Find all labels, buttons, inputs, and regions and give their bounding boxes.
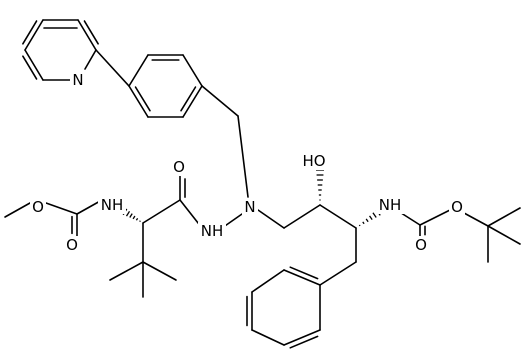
bond-ph2-5-inner bbox=[289, 335, 319, 349]
atom-label-nh-hydrazide: NH bbox=[201, 222, 224, 240]
bond-boc-oester bbox=[419, 208, 453, 226]
atom-o-carbamate-left: O bbox=[64, 236, 80, 254]
bond-ph1-6-inner bbox=[134, 86, 151, 112]
bond-pyr-5-inner bbox=[22, 55, 38, 80]
atom-o-hydroxyl: HO bbox=[300, 152, 328, 170]
bond-pyr-5 bbox=[24, 49, 44, 81]
bond-pyr-2-inner bbox=[83, 20, 99, 45]
atom-nh-carbamate-right: NH bbox=[376, 196, 404, 214]
atom-nh-hydrazide: NH bbox=[198, 222, 226, 240]
bond-ph2-5 bbox=[283, 329, 321, 346]
atom-n-hydrazine: N bbox=[242, 198, 258, 216]
bond-alpha-nh-hash-hash bbox=[125, 210, 131, 217]
bond-chnh-nh-hash-hash bbox=[365, 218, 369, 223]
bond-ph2-1 bbox=[283, 269, 321, 286]
bond-pyr-6 bbox=[24, 19, 44, 51]
bond-tbu-r2 bbox=[487, 225, 521, 245]
bond-choh-chnh bbox=[319, 204, 357, 229]
atom-label-o-carbamate-right: O bbox=[415, 236, 427, 254]
bond-n-ch2 bbox=[257, 209, 285, 229]
atom-o-boc-ester: O bbox=[449, 198, 465, 216]
bond-tbu-1 bbox=[109, 261, 144, 281]
atom-label-o-carbamate-left: O bbox=[66, 236, 78, 254]
bond-alpha-nh-hash-hash bbox=[139, 220, 141, 222]
atom-o-carbamate-right: O bbox=[413, 236, 429, 254]
bond-carbonyl-alpha bbox=[142, 199, 181, 224]
bond-chnh-nh-hash-hash bbox=[369, 215, 373, 220]
bond-pyr-phenyl bbox=[95, 49, 130, 87]
bond-ph2-2 bbox=[251, 269, 285, 293]
bond-alpha-nh-hash-hash bbox=[129, 213, 133, 218]
atom-label-o-hydroxyl: HO bbox=[302, 152, 325, 170]
atom-label-nh-carbamate-right: NH bbox=[379, 196, 402, 214]
bond-alpha-nh-hash-hash bbox=[132, 215, 136, 220]
bond-benzyl-ch2 bbox=[201, 85, 239, 117]
bond-ch2-choh bbox=[283, 204, 321, 229]
bond-chnh-nh-hash-hash bbox=[372, 212, 377, 218]
bond-ph1-6 bbox=[128, 85, 149, 118]
bond-ph2-4 bbox=[251, 329, 285, 346]
atom-label-nh-carbamate-left: NH bbox=[101, 196, 124, 214]
bond-ph1-3 bbox=[182, 54, 203, 87]
bond-alpha-nh-hash-hash bbox=[135, 217, 139, 221]
bond-ph1-4 bbox=[182, 85, 203, 118]
bond-ch2-n bbox=[237, 115, 249, 198]
atom-label-o-boc-ester: O bbox=[451, 198, 463, 216]
bond-ph1-1 bbox=[128, 54, 149, 87]
bond-oester-methyl bbox=[4, 202, 31, 218]
atom-label-n-hydrazine: N bbox=[244, 198, 255, 216]
bond-oester-tbu bbox=[463, 212, 489, 227]
bond-chnh-nh-hash-hash bbox=[362, 221, 365, 225]
bond-ph1-4-inner bbox=[180, 86, 197, 112]
atom-label-o-methyl-ester: O bbox=[32, 198, 44, 216]
atom-o-carbonyl-amide: O bbox=[171, 158, 187, 176]
atom-label-o-carbonyl-amide: O bbox=[173, 158, 185, 176]
bond-chnh-nh-hash-hash bbox=[358, 224, 361, 227]
bond-ph2-1-inner bbox=[289, 266, 319, 280]
bond-pyr-2 bbox=[77, 19, 97, 51]
atom-label-n-pyridine: N bbox=[72, 71, 83, 89]
atom-o-methyl-ester: O bbox=[30, 198, 46, 216]
atom-n-pyridine: N bbox=[70, 71, 86, 89]
bond-choh-oh-hash bbox=[316, 169, 324, 201]
bond-ch2-phenyl bbox=[319, 261, 357, 286]
bond-pyr-3 bbox=[84, 49, 97, 70]
bond-pyr-6-inner bbox=[22, 20, 38, 45]
atom-label-layer: N O HO O O NH bbox=[30, 71, 465, 254]
bond-tbu-2 bbox=[142, 261, 177, 281]
bond-layer bbox=[4, 19, 521, 349]
bond-carbamate-oester bbox=[45, 202, 78, 215]
bond-tbu-r1 bbox=[487, 207, 521, 227]
atom-nh-carbamate-left: NH bbox=[98, 196, 126, 214]
bond-nh-carbamate bbox=[76, 199, 103, 215]
